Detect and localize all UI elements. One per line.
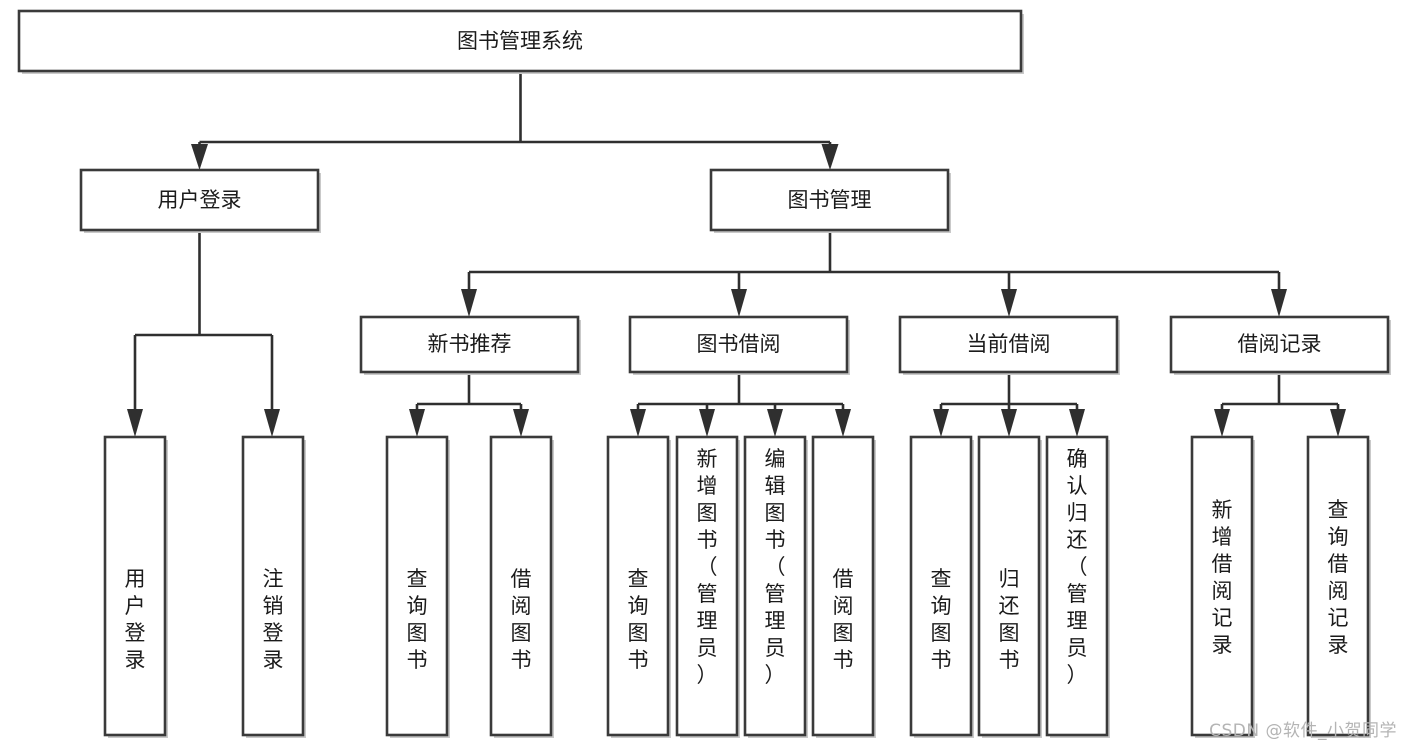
node-leaf-query-record-label: 查询借阅记录	[1328, 498, 1349, 657]
arrow-to-user-login	[191, 144, 208, 170]
node-leaf-return-book[interactable]: 归还图书	[977, 435, 1042, 738]
connector-layer	[127, 74, 1346, 437]
arrow-to-leaf-user-login	[127, 409, 143, 437]
node-root-label: 图书管理系统	[457, 29, 583, 53]
arrow-to-leaf-edit-book	[767, 409, 783, 437]
arrow-to-leaf-add-record	[1214, 409, 1230, 437]
node-leaf-add-book[interactable]: 新增图书（管理员）	[675, 435, 740, 738]
arrow-to-leaf-borrow-book-2	[835, 409, 851, 437]
node-leaf-add-record[interactable]: 新增借阅记录	[1190, 435, 1255, 738]
arrow-to-leaf-borrow-book-1	[513, 409, 529, 437]
arrow-to-leaf-confirm-return	[1069, 409, 1085, 437]
node-leaf-add-book-label: 新增图书（管理员）	[697, 447, 718, 687]
node-leaf-query-book-2-label: 查询图书	[628, 567, 649, 672]
node-user-login-label: 用户登录	[158, 188, 242, 212]
node-leaf-edit-book[interactable]: 编辑图书（管理员）	[743, 435, 808, 738]
arrow-to-leaf-return-book	[1001, 409, 1017, 437]
arrow-to-leaf-query-book-2	[630, 409, 646, 437]
node-leaf-borrow-book-2[interactable]: 借阅图书	[811, 435, 876, 738]
arrow-to-leaf-user-logout	[264, 409, 280, 437]
node-leaf-edit-book-label: 编辑图书（管理员）	[765, 447, 786, 687]
node-leaf-query-record[interactable]: 查询借阅记录	[1306, 435, 1371, 738]
node-book-borrow-label: 图书借阅	[697, 332, 781, 356]
node-leaf-user-logout[interactable]: 注销登录	[241, 435, 306, 738]
node-leaf-borrow-book-2-label: 借阅图书	[833, 567, 854, 672]
node-leaf-query-book-1-label: 查询图书	[407, 567, 428, 672]
arrow-to-leaf-query-record	[1330, 409, 1346, 437]
node-leaf-query-book-2[interactable]: 查询图书	[606, 435, 671, 738]
node-new-book-recommend[interactable]: 新书推荐	[359, 315, 581, 375]
node-leaf-return-book-label: 归还图书	[999, 567, 1020, 672]
csdn-watermark: CSDN @软件_小贺同学	[1209, 721, 1397, 741]
node-borrow-record[interactable]: 借阅记录	[1169, 315, 1391, 375]
node-book-management-label: 图书管理	[788, 188, 872, 212]
node-leaf-confirm-return-label: 确认归还（管理员）	[1067, 447, 1088, 687]
node-leaf-user-login-label: 用户登录	[125, 567, 146, 672]
node-current-borrow-label: 当前借阅	[967, 332, 1051, 356]
arrow-to-borrow-record	[1271, 289, 1287, 317]
node-leaf-query-book-1[interactable]: 查询图书	[385, 435, 450, 738]
arrow-to-leaf-add-book	[699, 409, 715, 437]
arrow-to-leaf-query-book-3	[933, 409, 949, 437]
arrow-to-new-book-recommend	[461, 289, 477, 317]
arrow-to-leaf-query-book-1	[409, 409, 425, 437]
node-user-login[interactable]: 用户登录	[79, 168, 321, 233]
arrow-to-book-management	[821, 144, 839, 170]
arrow-to-book-borrow	[731, 289, 747, 317]
node-leaf-confirm-return[interactable]: 确认归还（管理员）	[1045, 435, 1110, 738]
node-root[interactable]: 图书管理系统	[17, 9, 1024, 74]
node-leaf-borrow-book-1[interactable]: 借阅图书	[489, 435, 554, 738]
node-new-book-recommend-label: 新书推荐	[428, 332, 512, 356]
node-borrow-record-label: 借阅记录	[1238, 332, 1322, 356]
node-leaf-query-book-3[interactable]: 查询图书	[909, 435, 974, 738]
node-leaf-borrow-book-1-label: 借阅图书	[511, 567, 532, 672]
node-leaf-user-login[interactable]: 用户登录	[103, 435, 168, 738]
node-book-management[interactable]: 图书管理	[709, 168, 951, 233]
node-leaf-user-logout-label: 注销登录	[263, 567, 284, 672]
node-leaf-query-book-3-label: 查询图书	[931, 567, 952, 672]
node-book-borrow[interactable]: 图书借阅	[628, 315, 850, 375]
node-current-borrow[interactable]: 当前借阅	[898, 315, 1120, 375]
node-leaf-add-record-label: 新增借阅记录	[1212, 498, 1233, 657]
arrow-to-current-borrow	[1001, 289, 1017, 317]
